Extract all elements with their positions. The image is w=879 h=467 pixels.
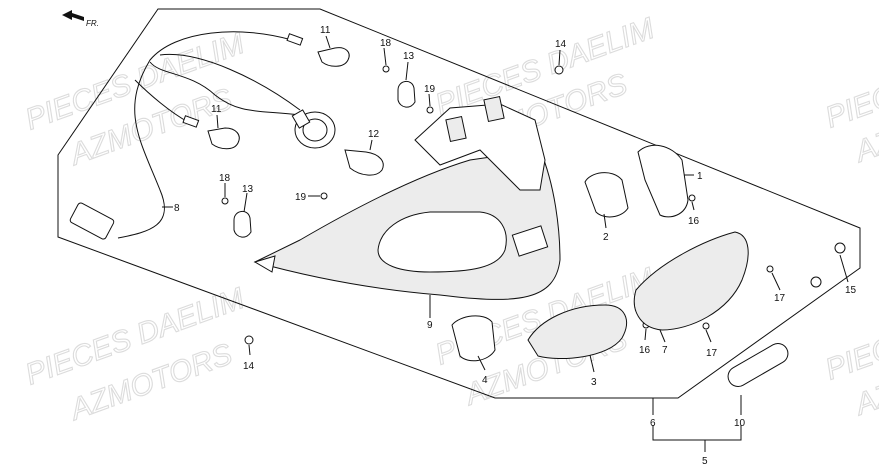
callout-13-lower: 13 bbox=[242, 184, 254, 195]
screw-18-lower bbox=[221, 197, 229, 205]
screw-16-upper bbox=[688, 194, 696, 202]
callout-10: 10 bbox=[734, 418, 746, 429]
callout-6: 6 bbox=[650, 418, 656, 429]
watermark: PIECES DAELIM bbox=[821, 25, 879, 135]
bolt-15-lower bbox=[810, 276, 822, 288]
screw-19-lower bbox=[320, 192, 328, 200]
callout-8: 8 bbox=[174, 203, 180, 214]
callout-11-upper: 11 bbox=[320, 25, 331, 36]
callout-11-lower: 11 bbox=[211, 104, 222, 115]
callout-12: 12 bbox=[368, 129, 380, 140]
callout-3: 3 bbox=[591, 377, 597, 388]
wire-harness bbox=[69, 31, 304, 240]
bolt-14-lower bbox=[244, 335, 254, 345]
callout-15: 15 bbox=[845, 285, 857, 296]
callout-14-upper: 14 bbox=[555, 39, 567, 50]
clip-13-lower bbox=[233, 211, 252, 238]
bolt-14-upper bbox=[554, 65, 564, 75]
callout-17-lower: 17 bbox=[706, 348, 718, 359]
callout-9: 9 bbox=[427, 320, 433, 331]
clip-13-upper bbox=[397, 81, 416, 108]
turn-signal-lens-3 bbox=[527, 304, 627, 360]
callout-18-lower: 18 bbox=[219, 173, 231, 184]
turn-signal-socket-4 bbox=[451, 315, 496, 362]
callout-numbers: 1 2 3 4 5 6 7 8 9 10 11 11 12 13 13 14 1… bbox=[174, 25, 857, 467]
callout-1: 1 bbox=[697, 171, 703, 182]
front-direction-arrow-icon bbox=[62, 10, 84, 21]
bolt-15-upper bbox=[834, 242, 846, 254]
callout-7: 7 bbox=[662, 345, 668, 356]
callout-17-upper: 17 bbox=[774, 293, 786, 304]
turn-signal-socket-2 bbox=[584, 172, 629, 218]
tail-light-body bbox=[253, 95, 561, 300]
callout-5: 5 bbox=[702, 456, 708, 467]
callout-16-lower: 16 bbox=[639, 345, 651, 356]
reflector-plate-10 bbox=[727, 343, 789, 387]
screw-19-upper bbox=[426, 106, 434, 114]
leader-lines bbox=[162, 35, 849, 415]
bulb-11-lower bbox=[207, 127, 240, 150]
bulb-socket bbox=[291, 109, 336, 149]
callout-2: 2 bbox=[603, 232, 609, 243]
front-direction-label: FR. bbox=[86, 19, 99, 28]
side-cover-1 bbox=[637, 144, 689, 218]
callout-16-upper: 16 bbox=[688, 216, 700, 227]
callout-19-lower: 19 bbox=[295, 192, 307, 203]
screw-17-upper bbox=[766, 265, 774, 273]
callout-13-upper: 13 bbox=[403, 51, 415, 62]
bulb-11-upper bbox=[317, 47, 350, 67]
screw-18-upper bbox=[382, 65, 390, 73]
callout-4: 4 bbox=[482, 375, 488, 386]
callout-14-lower: 14 bbox=[243, 361, 255, 372]
group-bracket bbox=[652, 425, 742, 441]
side-cover-7 bbox=[633, 231, 749, 331]
bulb-12 bbox=[344, 149, 384, 176]
screw-17-lower bbox=[702, 322, 710, 330]
assembly-frame bbox=[57, 8, 861, 399]
callout-19-upper: 19 bbox=[424, 84, 436, 95]
callout-18-upper: 18 bbox=[380, 38, 392, 49]
